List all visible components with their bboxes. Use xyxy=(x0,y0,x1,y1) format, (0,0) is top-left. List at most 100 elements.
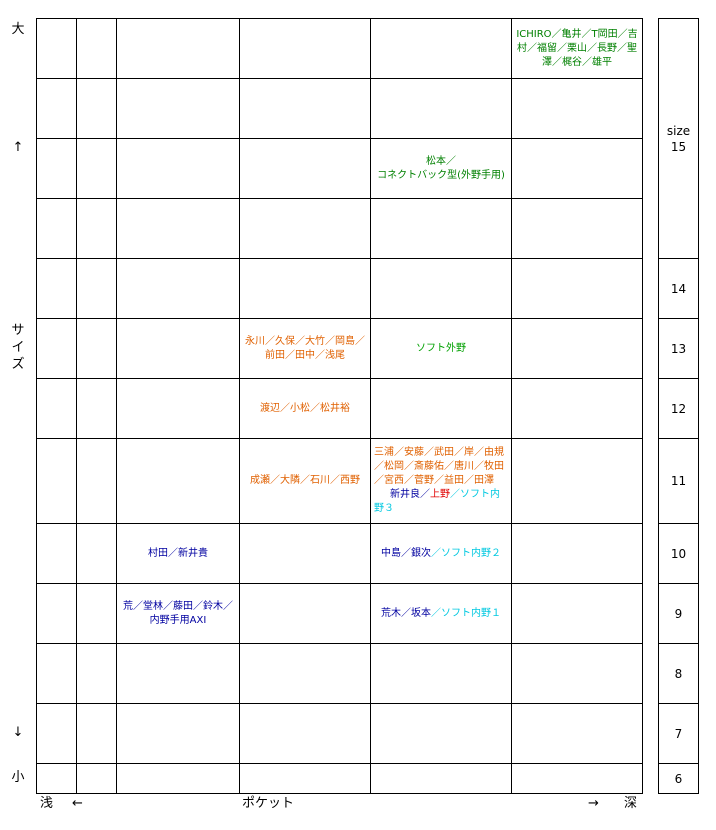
grid-cell: 荒木／坂本／ソフト内野１ xyxy=(370,583,512,644)
grid-row xyxy=(36,763,643,794)
grid-row xyxy=(36,643,643,704)
grid-cell xyxy=(36,523,77,584)
left-arrow-icon: ← xyxy=(72,796,83,811)
grid-cell xyxy=(370,258,512,319)
grid-cell xyxy=(511,583,643,644)
grid-cell xyxy=(36,703,77,764)
grid-cell xyxy=(239,763,371,794)
grid-cell xyxy=(511,138,643,199)
glove-chart-grid: ICHIRO／亀井／T岡田／吉村／福留／栗山／長野／聖澤／梶谷／雄平 松本／ コ… xyxy=(36,18,643,794)
grid-cell: ICHIRO／亀井／T岡田／吉村／福留／栗山／長野／聖澤／梶谷／雄平 xyxy=(511,18,643,79)
cell-text: ／ソフト内野１ xyxy=(431,607,501,619)
grid-cell: 成瀬／大隣／石川／西野 xyxy=(239,438,371,524)
grid-cell xyxy=(511,438,643,524)
grid-row: 永川／久保／大竹／岡島／前田／田中／浅尾 ソフト外野 xyxy=(36,318,643,379)
grid-cell xyxy=(511,523,643,584)
right-arrow-icon: → xyxy=(588,796,599,811)
grid-row xyxy=(36,78,643,139)
axis-small-label: 小 xyxy=(11,770,25,785)
grid-cell xyxy=(76,198,117,259)
down-arrow-icon: ↓ xyxy=(12,725,24,740)
grid-cell: 村田／新井貴 xyxy=(116,523,240,584)
axis-large-label: 大 xyxy=(11,22,25,37)
axis-deep-label: 深 xyxy=(624,796,638,811)
grid-cell: 三浦／安藤／武田／岸／由規／松岡／斎藤佑／唐川／牧田／宮西／菅野／益田／田澤新井… xyxy=(370,438,512,524)
grid-row: 荒／堂林／藤田／鈴木／内野手用AXI 荒木／坂本／ソフト内野１ xyxy=(36,583,643,644)
grid-cell xyxy=(511,318,643,379)
grid-cell xyxy=(76,258,117,319)
grid-cell xyxy=(76,523,117,584)
grid-cell xyxy=(76,318,117,379)
grid-cell xyxy=(511,703,643,764)
grid-cell xyxy=(239,643,371,704)
cell-text: 渡辺／小松／松井裕 xyxy=(260,402,350,414)
cell-text: 永川／久保／大竹／岡島／前田／田中／浅尾 xyxy=(245,335,365,361)
size-cell: 9 xyxy=(658,583,699,644)
size-cell: 13 xyxy=(658,318,699,379)
grid-cell xyxy=(36,258,77,319)
grid-cell xyxy=(36,643,77,704)
grid-cell xyxy=(36,378,77,439)
grid-cell xyxy=(36,18,77,79)
grid-row: 渡辺／小松／松井裕 xyxy=(36,378,643,439)
grid-cell: 永川／久保／大竹／岡島／前田／田中／浅尾 xyxy=(239,318,371,379)
size-column: size 15 14 13 12 11 10 9 8 7 6 xyxy=(658,18,699,794)
grid-cell xyxy=(76,378,117,439)
cell-text: ICHIRO／亀井／T岡田／吉村／福留／栗山／長野／聖澤／梶谷／雄平 xyxy=(516,28,638,68)
cell-text: 三浦／安藤／武田／岸／由規／松岡／斎藤佑／唐川／牧田／宮西／菅野／益田／田澤 xyxy=(374,447,504,486)
size-cell: 6 xyxy=(658,763,699,794)
grid-cell xyxy=(511,763,643,794)
grid-cell xyxy=(116,438,240,524)
cell-text: ／ソフト内野２ xyxy=(431,547,501,559)
grid-cell xyxy=(370,78,512,139)
grid-row xyxy=(36,258,643,319)
size-row: size 15 xyxy=(658,18,699,259)
grid-row: 成瀬／大隣／石川／西野 三浦／安藤／武田／岸／由規／松岡／斎藤佑／唐川／牧田／宮… xyxy=(36,438,643,524)
grid-cell xyxy=(116,78,240,139)
grid-cell xyxy=(116,18,240,79)
grid-cell xyxy=(76,18,117,79)
grid-cell xyxy=(76,703,117,764)
grid-cell xyxy=(239,583,371,644)
grid-cell xyxy=(76,438,117,524)
grid-cell xyxy=(76,78,117,139)
grid-cell xyxy=(239,138,371,199)
grid-cell xyxy=(511,378,643,439)
size-label: size xyxy=(666,123,691,138)
up-arrow-icon: ↑ xyxy=(12,140,24,155)
cell-text: 村田／新井貴 xyxy=(148,547,208,559)
grid-cell xyxy=(239,18,371,79)
grid-cell xyxy=(370,703,512,764)
grid-cell xyxy=(36,438,77,524)
grid-row: 村田／新井貴 中島／銀次／ソフト内野２ xyxy=(36,523,643,584)
grid-cell xyxy=(511,643,643,704)
grid-cell xyxy=(370,378,512,439)
size-value: 15 xyxy=(670,139,687,154)
grid-cell: 荒／堂林／藤田／鈴木／内野手用AXI xyxy=(116,583,240,644)
cell-text: 新井良／ xyxy=(390,489,430,500)
cell-text: 松本／ xyxy=(426,155,456,167)
axis-size-label: サイズ xyxy=(8,322,28,373)
cell-text: ソフト外野 xyxy=(416,342,466,354)
grid-cell xyxy=(36,318,77,379)
grid-cell xyxy=(370,763,512,794)
grid-cell: 渡辺／小松／松井裕 xyxy=(239,378,371,439)
grid-row: 松本／ コネクトバック型(外野手用) xyxy=(36,138,643,199)
grid-cell xyxy=(116,643,240,704)
grid-cell xyxy=(370,198,512,259)
cell-text: 上野 xyxy=(430,489,450,500)
size-cell: 7 xyxy=(658,703,699,764)
cell-text: コネクトバック型(外野手用) xyxy=(377,169,505,181)
size-cell: 12 xyxy=(658,378,699,439)
grid-row: ICHIRO／亀井／T岡田／吉村／福留／栗山／長野／聖澤／梶谷／雄平 xyxy=(36,18,643,79)
size-cell: 11 xyxy=(658,438,699,524)
grid-cell xyxy=(116,138,240,199)
grid-cell xyxy=(370,643,512,704)
grid-row xyxy=(36,703,643,764)
cell-text: 成瀬／大隣／石川／西野 xyxy=(250,475,360,486)
grid-cell xyxy=(511,198,643,259)
grid-cell xyxy=(36,763,77,794)
size-cell: 10 xyxy=(658,523,699,584)
size-cell: size 15 xyxy=(658,18,699,259)
grid-cell xyxy=(511,78,643,139)
